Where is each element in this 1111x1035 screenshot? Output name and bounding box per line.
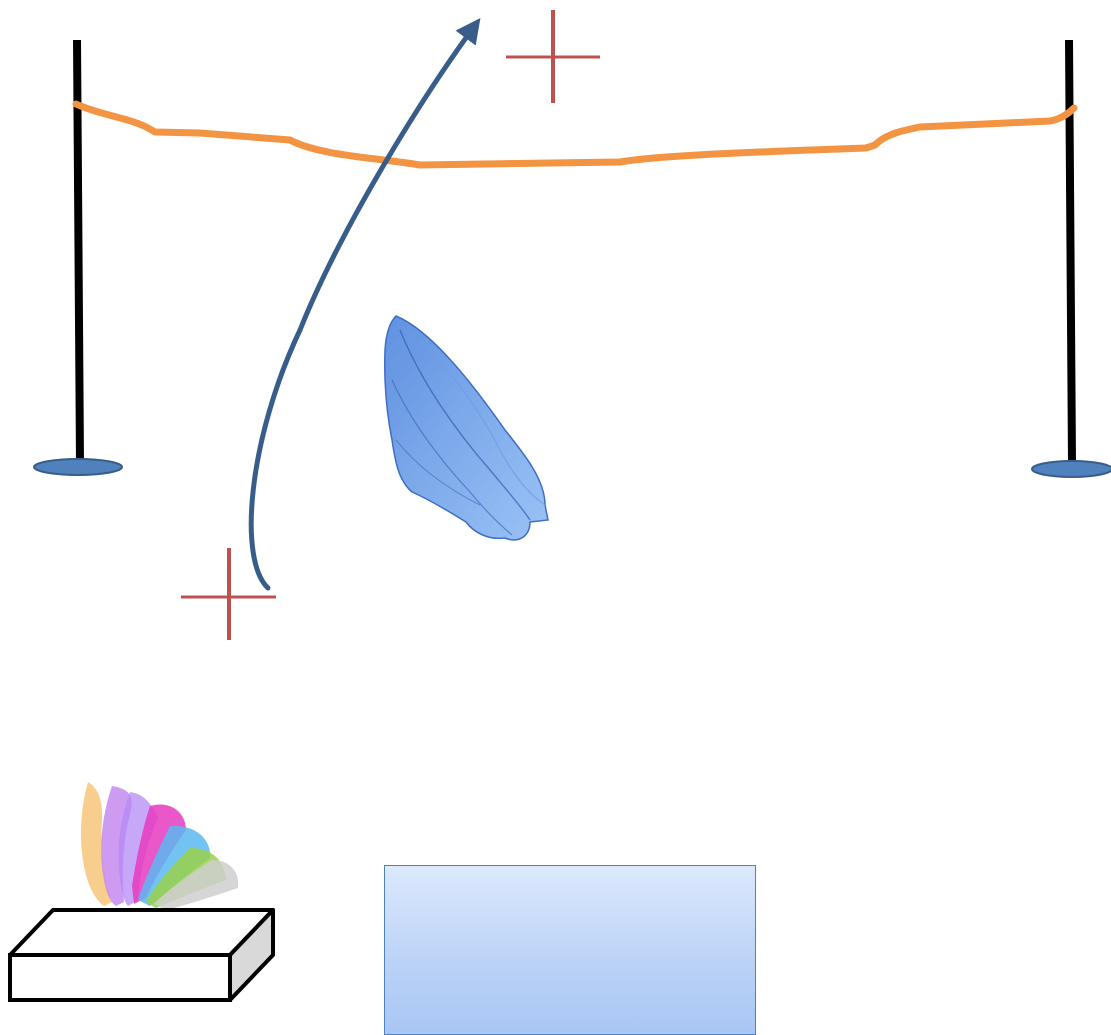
left-pole-shaft: [73, 39, 84, 463]
rope: [72, 100, 1078, 169]
throw-arrow: [248, 17, 481, 591]
scarf-grey: [154, 860, 239, 910]
scarf-box: [8, 908, 275, 1002]
box-front-face: [8, 953, 232, 1002]
target-cross-marker: [506, 10, 600, 103]
scarf-fan: [80, 782, 239, 910]
start-cross-marker: [181, 548, 276, 640]
left-pole-base: [33, 458, 123, 476]
left-pole: [33, 39, 123, 476]
landing-mat: [384, 865, 756, 1035]
right-pole-shaft: [1065, 39, 1076, 463]
blue-scarf: [384, 315, 549, 541]
box-top-face: [8, 908, 275, 957]
right-pole-base: [1031, 460, 1111, 478]
